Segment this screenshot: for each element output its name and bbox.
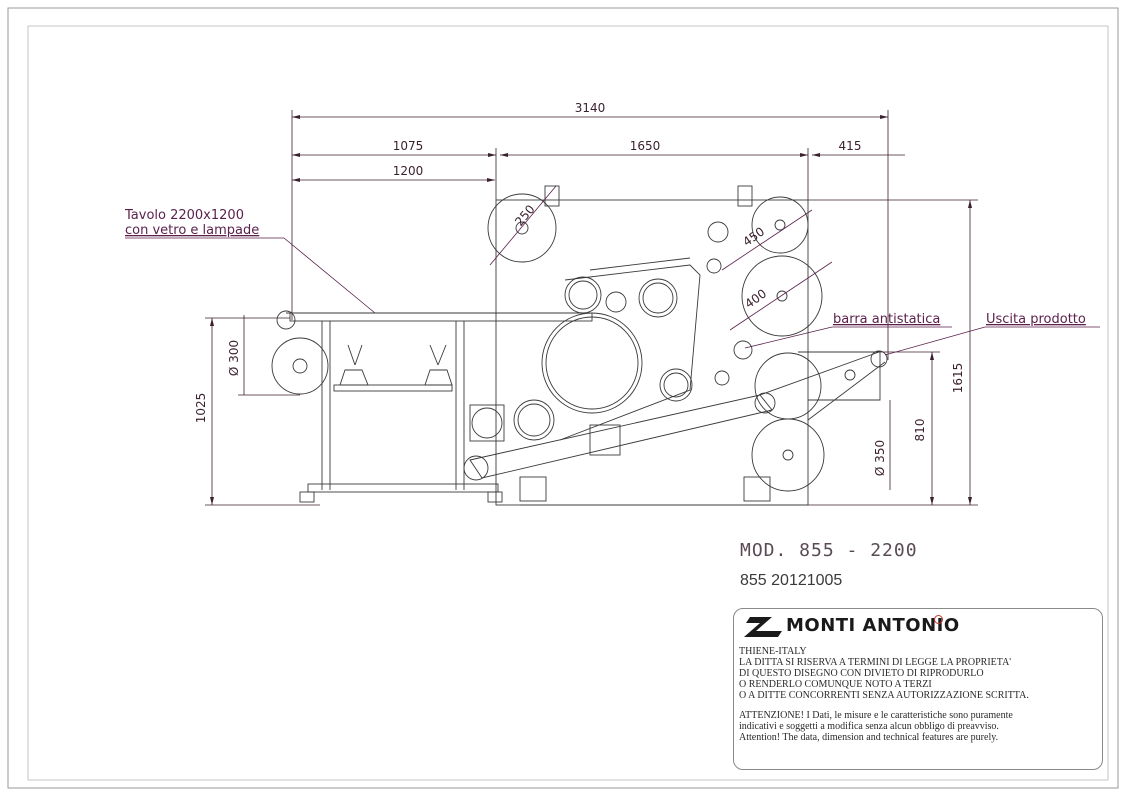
callout-antistatic: barra antistatica: [833, 312, 940, 327]
dim-total-height: 1615: [951, 363, 965, 394]
callout-output: Uscita prodotto: [986, 312, 1086, 327]
notice-line: Attention! The data, dimension and techn…: [739, 732, 999, 743]
dim-right-height: 810: [913, 419, 927, 442]
dim-center-width: 1650: [630, 139, 661, 153]
callout-leaders: [125, 185, 1100, 356]
title-line: LA DITTA SI RISERVA A TERMINI DI LEGGE L…: [739, 657, 1012, 668]
dim-left-height: 1025: [194, 393, 208, 424]
callout-table-line1: Tavolo 2200x1200: [124, 208, 244, 223]
dim-roll-right: Ø 350: [873, 440, 887, 476]
title-line: O RENDERLO COMUNQUE NOTO A TERZI: [739, 679, 932, 690]
drawing-code: 855 20121005: [740, 572, 843, 589]
title-line: THIENE-ITALY: [739, 646, 807, 657]
notice-line: indicativi e soggetti a modifica senza a…: [739, 721, 999, 732]
brand-name: MONTI ANTONIO: [786, 615, 960, 636]
dim-roll-left: Ø 300: [227, 340, 241, 376]
registered-mark-icon: [934, 615, 943, 624]
model-label: MOD. 855 - 2200: [740, 540, 918, 561]
title-line: O A DITTE CONCORRENTI SENZA AUTORIZZAZIO…: [739, 690, 1029, 701]
machine-body: [271, 185, 888, 506]
dim-diam-top-left: 250: [512, 202, 537, 229]
dim-diam-400: 400: [742, 286, 769, 311]
dim-overall-width: 3140: [575, 101, 606, 115]
title-block: MONTI ANTONIO THIENE-ITALY LA DITTA SI R…: [733, 608, 1103, 770]
dim-table-width: 1075: [393, 139, 424, 153]
brand-logo-icon: [744, 617, 782, 637]
dim-table-inner: 1200: [393, 164, 424, 178]
callout-table-line2: con vetro e lampade: [125, 223, 259, 238]
dim-diam-450: 450: [740, 224, 767, 249]
title-line: DI QUESTO DISEGNO CON DIVIETO DI RIPRODU…: [739, 668, 984, 679]
notice-line: ATTENZIONE! I Dati, le misure e le carat…: [739, 710, 1013, 721]
drawing-frame: [7, 7, 1119, 789]
dimension-arrows: [210, 115, 972, 505]
dimension-lines: [205, 110, 978, 506]
drawing-inner-frame: [27, 25, 1109, 781]
dim-right-width: 415: [839, 139, 862, 153]
